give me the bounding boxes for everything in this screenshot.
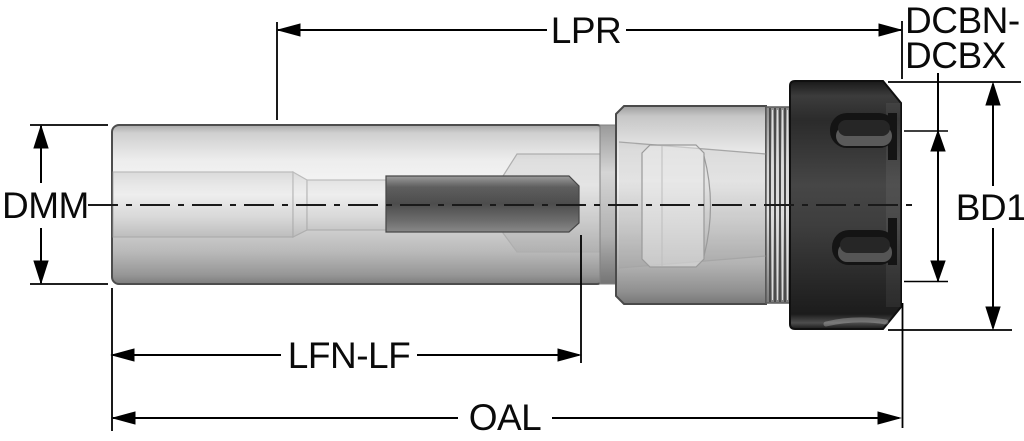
label-dcbx: DCBX xyxy=(905,35,1006,76)
arrowhead-left xyxy=(276,23,301,37)
label-bd1: BD1 xyxy=(956,187,1024,228)
arrowhead-up xyxy=(930,129,946,152)
collet-cone-bottom-line xyxy=(618,255,767,269)
arrowhead-up xyxy=(33,124,49,149)
arrowhead-left xyxy=(111,411,136,425)
nut-slot-bottom xyxy=(832,218,897,265)
dim-dmm xyxy=(30,124,108,285)
collet-cone-top-line xyxy=(618,141,767,155)
label-dmm: DMM xyxy=(2,185,89,226)
dimensions xyxy=(30,21,1021,431)
slot-core xyxy=(840,237,890,253)
dim-lfn-lf xyxy=(110,235,582,431)
arrowhead-down xyxy=(33,260,49,285)
slot-core xyxy=(838,120,890,136)
label-dcbn: DCBN- xyxy=(905,0,1020,41)
arrowhead-right xyxy=(877,411,902,425)
nut-bottom-highlight xyxy=(823,317,889,327)
clamping-screw-rod xyxy=(385,175,580,233)
thread-section xyxy=(765,106,792,304)
arrowhead-down xyxy=(985,306,1001,331)
slot-notch xyxy=(888,113,897,160)
dim-bd1 xyxy=(888,81,1021,331)
dim-dcbn-dcbx xyxy=(904,73,948,283)
arrowhead-left xyxy=(110,348,135,362)
collet-taper xyxy=(618,141,767,269)
arrowhead-right xyxy=(557,348,582,362)
collet-cone-shading xyxy=(619,142,766,268)
arrowhead-right xyxy=(878,23,903,37)
nut-slot-top xyxy=(830,113,897,160)
dim-lpr xyxy=(276,21,903,120)
dim-oal xyxy=(111,303,904,428)
label-lpr: LPR xyxy=(551,10,621,51)
label-lfn-lf: LFN-LF xyxy=(288,335,410,376)
label-oal: OAL xyxy=(469,397,542,438)
collet-nose-cylinder xyxy=(615,105,767,305)
collet-rear-arc xyxy=(703,155,712,257)
arrowhead-down xyxy=(930,260,946,283)
slot-notch xyxy=(888,218,897,265)
arrowhead-up xyxy=(985,81,1001,106)
